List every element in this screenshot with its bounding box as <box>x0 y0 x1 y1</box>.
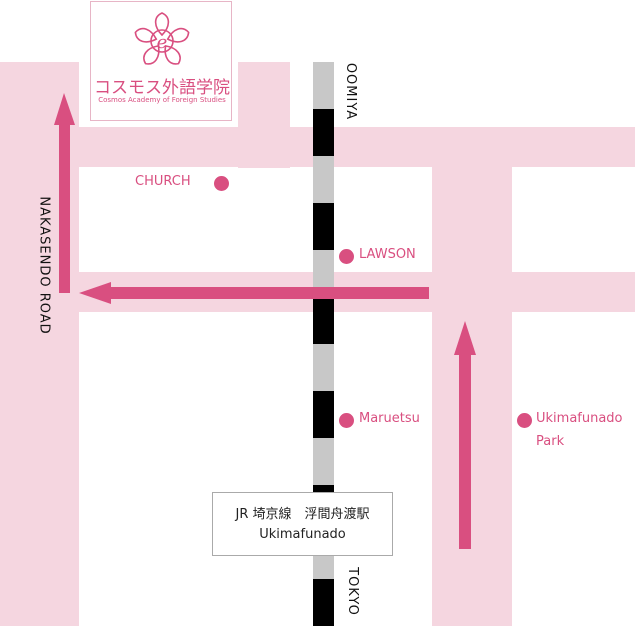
rail-segment <box>313 203 334 250</box>
school-subtitle: Cosmos Academy of Foreign Studies <box>98 96 226 104</box>
park-label-line1: Ukimafunado <box>536 411 623 426</box>
route-west-line <box>108 287 429 299</box>
maruetsu-label: Maruetsu <box>359 411 420 426</box>
lawson-label: LAWSON <box>359 247 416 262</box>
logo-mark-letter: e <box>157 32 168 53</box>
rail-segment <box>313 344 334 391</box>
lawson-marker <box>339 249 354 264</box>
nakasendo-road-label: NAKASENDO ROAD <box>36 196 52 335</box>
rail-segment <box>313 62 334 109</box>
rail-segment <box>313 579 334 626</box>
church-marker <box>214 176 229 191</box>
station-name-jp: JR 埼京線 浮間舟渡駅 <box>235 507 370 522</box>
rail-segment <box>313 438 334 485</box>
park-label-line2: Park <box>536 434 565 449</box>
park-marker <box>517 413 532 428</box>
rail-segment <box>313 109 334 156</box>
rail-south-label: TOKYO <box>344 567 360 616</box>
route-north-line <box>59 124 70 293</box>
east-street <box>432 127 512 626</box>
rail-segment <box>313 297 334 344</box>
station-box: JR 埼京線 浮間舟渡駅 Ukimafunado <box>212 492 393 556</box>
route-north-arrowhead <box>54 93 75 125</box>
rail-segment <box>313 250 334 297</box>
rail-segment <box>313 156 334 203</box>
station-name-en: Ukimafunado <box>259 527 346 542</box>
maruetsu-marker <box>339 413 354 428</box>
school-logo: e コスモス外語学院 Cosmos Academy of Foreign Stu… <box>90 1 232 121</box>
route-east-up-arrowhead <box>454 321 476 355</box>
cherry-blossom-icon: e <box>134 12 190 65</box>
school-name: コスモス外語学院 <box>94 78 230 98</box>
west-side-street <box>238 62 290 168</box>
route-west-arrowhead <box>79 282 111 304</box>
rail-north-label: OOMIYA <box>343 62 359 121</box>
rail-segment <box>313 391 334 438</box>
route-east-up-line <box>459 352 471 549</box>
church-label: CHURCH <box>135 174 191 189</box>
